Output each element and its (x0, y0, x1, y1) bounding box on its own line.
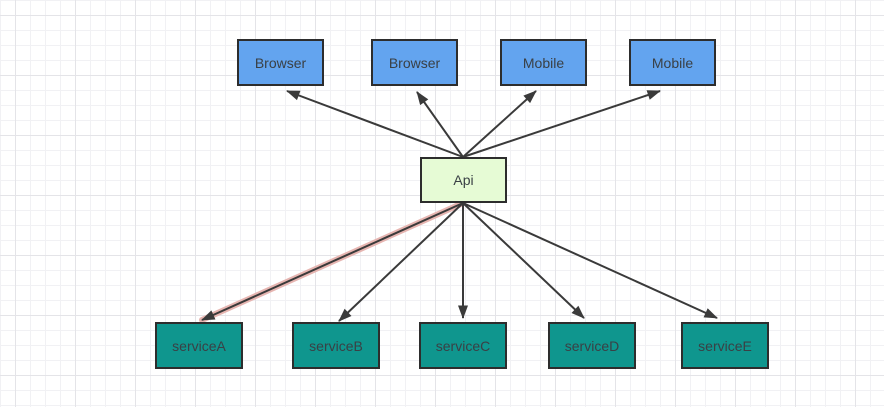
node-label: serviceA (172, 337, 226, 354)
node-service-b[interactable]: serviceB (292, 322, 380, 369)
edge-api-browser-2[interactable] (416, 91, 464, 158)
edge-api-browser-1[interactable] (286, 90, 464, 158)
node-service-c[interactable]: serviceC (419, 322, 507, 369)
node-label: serviceB (309, 337, 363, 354)
node-label: serviceC (435, 337, 491, 354)
node-label: Mobile (522, 54, 565, 71)
node-api[interactable]: Api (420, 157, 507, 203)
node-mobile-2[interactable]: Mobile (629, 39, 716, 86)
edge-api-service-a[interactable] (201, 202, 464, 321)
edge-api-mobile-2[interactable] (462, 90, 661, 158)
edge-api-service-b[interactable] (338, 202, 464, 322)
node-label: Browser (254, 54, 307, 71)
edge-api-service-d[interactable] (462, 202, 585, 319)
node-browser-1[interactable]: Browser (237, 39, 324, 86)
edge-api-service-e[interactable] (462, 202, 718, 319)
node-label: Browser (388, 54, 441, 71)
node-label: Api (453, 172, 474, 188)
node-service-a[interactable]: serviceA (155, 322, 243, 369)
edge-api-mobile-1[interactable] (462, 90, 537, 158)
node-service-e[interactable]: serviceE (681, 322, 769, 369)
node-service-d[interactable]: serviceD (548, 322, 636, 369)
node-mobile-1[interactable]: Mobile (500, 39, 587, 86)
node-label: Mobile (651, 54, 694, 71)
node-label: serviceE (698, 337, 752, 354)
node-label: serviceD (564, 337, 620, 354)
node-browser-2[interactable]: Browser (371, 39, 458, 86)
